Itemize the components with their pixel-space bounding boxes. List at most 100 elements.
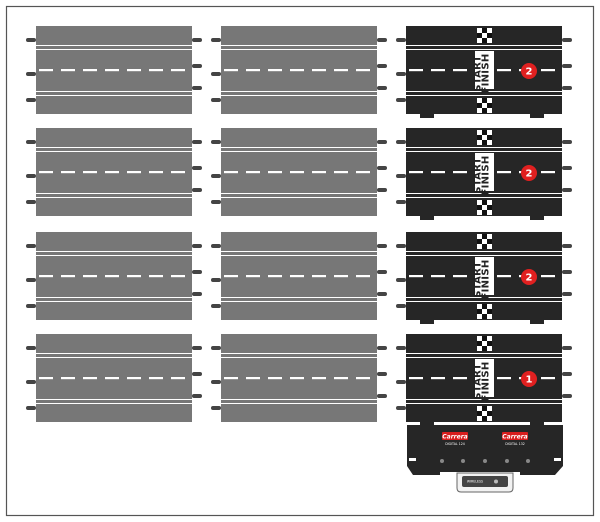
connector-peg-left	[211, 346, 221, 350]
center-dash	[290, 275, 304, 278]
connector-peg-right	[192, 346, 202, 350]
checker-square	[487, 416, 492, 421]
center-dash	[61, 69, 75, 72]
lane-edge-line	[406, 49, 562, 50]
lane-edge-line	[36, 49, 192, 50]
connector-peg-left	[26, 406, 36, 410]
checker-square	[487, 234, 492, 239]
center-dash	[224, 69, 238, 72]
center-dash	[431, 275, 445, 278]
center-dash	[541, 69, 555, 72]
center-dash	[61, 171, 75, 174]
center-dash	[246, 377, 260, 380]
center-dash	[149, 275, 163, 278]
checker-square	[482, 98, 487, 103]
lane-edge-line	[221, 399, 377, 400]
center-dash	[224, 171, 238, 174]
checker-square	[482, 304, 487, 309]
lane-edge-line	[36, 197, 192, 198]
center-dash	[409, 275, 423, 278]
center-dash	[497, 69, 511, 72]
controller-port	[461, 459, 465, 463]
connector-peg-right	[562, 292, 572, 296]
checker-square	[477, 108, 482, 113]
lane-edge-line	[221, 255, 377, 256]
track-clip-tab	[420, 422, 434, 426]
lane-edge-line	[36, 255, 192, 256]
connector-peg-left	[211, 72, 221, 76]
connector-peg-left	[396, 140, 406, 144]
center-dash	[105, 377, 119, 380]
center-dash	[268, 171, 282, 174]
checker-square	[477, 135, 482, 140]
lane-edge-line	[221, 49, 377, 50]
connector-peg-right	[192, 38, 202, 42]
connector-peg-right	[377, 188, 387, 192]
center-dash	[497, 171, 511, 174]
center-dash	[39, 171, 53, 174]
connector-peg-left	[396, 406, 406, 410]
lane-edge-line	[221, 251, 377, 252]
lane-edge-line	[406, 255, 562, 256]
lane-badge-circle	[521, 165, 537, 181]
checker-square	[482, 210, 487, 215]
lane-edge-line	[221, 193, 377, 194]
controller-port	[440, 459, 444, 463]
lane-badge-number: 2	[526, 67, 533, 78]
track-clip-tab	[530, 320, 544, 324]
checker-square	[487, 38, 492, 43]
center-dash	[334, 171, 348, 174]
connector-peg-left	[26, 140, 36, 144]
checker-square	[482, 336, 487, 341]
checker-square	[487, 210, 492, 215]
connector-peg-left	[26, 38, 36, 42]
connector-peg-right	[562, 244, 572, 248]
lane-edge-line	[406, 151, 562, 152]
connector-peg-left	[396, 244, 406, 248]
checker-square	[477, 98, 482, 103]
checker-square	[487, 239, 492, 244]
start-finish-label-box	[475, 153, 494, 191]
center-dash	[149, 377, 163, 380]
center-dash	[431, 377, 445, 380]
lane-edge-line	[221, 95, 377, 96]
center-dash	[149, 69, 163, 72]
center-dash	[541, 275, 555, 278]
center-dash	[541, 377, 555, 380]
checker-square	[482, 200, 487, 205]
lane-edge-line	[36, 301, 192, 302]
straight-track-piece-5	[211, 232, 387, 320]
connector-peg-right	[192, 292, 202, 296]
lane-edge-line	[406, 301, 562, 302]
start-label: START	[473, 55, 484, 92]
center-dash	[105, 275, 119, 278]
checker-square	[487, 135, 492, 140]
start-finish-label-box	[475, 359, 494, 397]
checker-square	[482, 205, 487, 210]
checker-square	[487, 103, 492, 108]
lane-badge-number: 2	[526, 169, 533, 180]
center-dash	[224, 275, 238, 278]
checker-square	[487, 314, 492, 319]
connector-peg-left	[396, 380, 406, 384]
connector-peg-left	[26, 346, 36, 350]
checker-square	[487, 200, 492, 205]
center-dash	[171, 171, 185, 174]
connector-peg-right	[562, 86, 572, 90]
center-dash	[453, 377, 467, 380]
carrera-logo-left-sub: DIGITAL 124	[445, 442, 465, 446]
connector-peg-right	[192, 244, 202, 248]
straight-track-piece-0	[26, 26, 202, 114]
checker-square	[477, 244, 482, 249]
center-dash	[356, 275, 370, 278]
connector-peg-left	[26, 174, 36, 178]
center-dash	[127, 69, 141, 72]
connector-peg-left	[26, 98, 36, 102]
center-dash	[246, 275, 260, 278]
lane-edge-line	[221, 357, 377, 358]
checker-square	[482, 103, 487, 108]
center-dash	[541, 171, 555, 174]
lane-edge-line	[36, 91, 192, 92]
